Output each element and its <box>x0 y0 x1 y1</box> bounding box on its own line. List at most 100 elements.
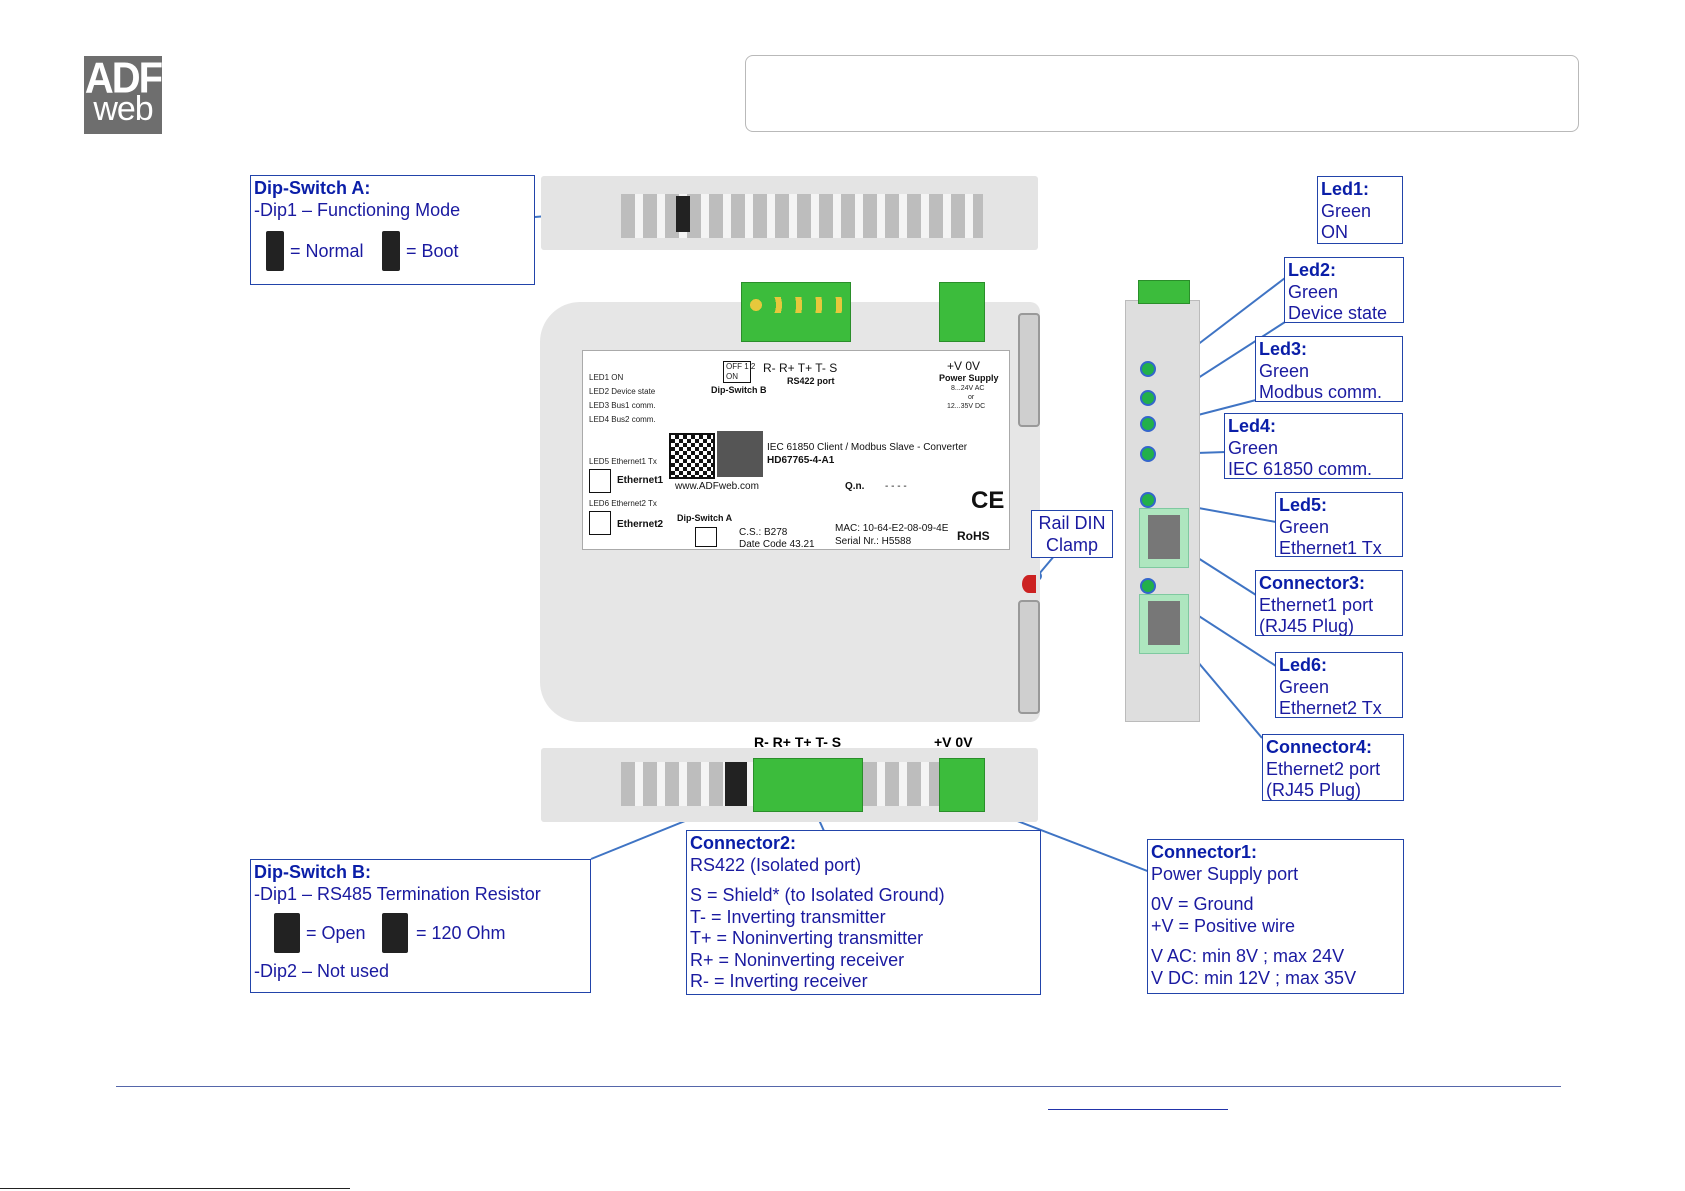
led3-desc: Modbus comm. <box>1259 382 1383 402</box>
label-eth1: Ethernet1 <box>617 475 664 486</box>
label-product: IEC 61850 Client / Modbus Slave - Conver… <box>767 442 968 453</box>
led2-indicator <box>1140 390 1156 406</box>
led1-desc: ON <box>1321 222 1348 242</box>
label-power-or: or <box>968 394 975 401</box>
label-power-pins: +V 0V <box>947 359 981 373</box>
connector2-line: S = Shield* (to Isolated Ground) <box>690 885 945 905</box>
led4-title: Led4: <box>1228 416 1277 436</box>
label-qn: Q.n. <box>845 481 865 492</box>
connector3-box: Connector3: Ethernet1 port (RJ45 Plug) <box>1255 570 1403 636</box>
label-qn-value: - - - - <box>885 481 907 492</box>
ethernet2-icon <box>589 511 611 535</box>
connector2-line: T+ = Noninverting transmitter <box>690 928 924 948</box>
rail-din-line2: Clamp <box>1045 534 1098 555</box>
rail-din-clamp-icon <box>1022 575 1036 593</box>
dip-switch-a-box: Dip-Switch A: -Dip1 – Functioning Mode =… <box>250 175 535 285</box>
label-dipb: Dip-Switch B <box>711 385 767 395</box>
power-terminal-bottom <box>939 758 985 812</box>
connector1-title: Connector1: <box>1151 842 1258 862</box>
connector4-line2: (RJ45 Plug) <box>1266 780 1362 800</box>
dip-switch-b-title: Dip-Switch B: <box>254 862 371 882</box>
label-led6: LED6 Ethernet2 Tx <box>589 499 657 508</box>
page-bottom-rule <box>0 1188 350 1189</box>
connector2-subtitle: RS422 (Isolated port) <box>690 854 862 875</box>
connector1-box: Connector1: Power Supply port 0V = Groun… <box>1147 839 1404 994</box>
rj45-port-1 <box>1139 508 1189 568</box>
rs422-terminal-bottom <box>753 758 863 812</box>
label-eth2: Ethernet2 <box>617 519 664 530</box>
led6-title: Led6: <box>1279 655 1328 675</box>
dip-open-icon <box>274 913 300 953</box>
connector2-line: T- = Inverting transmitter <box>690 906 886 927</box>
device-top-view <box>541 176 1038 250</box>
footer-divider <box>116 1086 1561 1087</box>
dip-switch-a-top <box>676 196 690 232</box>
led6-box: Led6: Green Ethernet2 Tx <box>1275 652 1403 718</box>
rail-clip-lower <box>1018 600 1040 714</box>
ce-mark: CE <box>971 487 1005 514</box>
led3-color: Green <box>1259 360 1310 381</box>
led2-title: Led2: <box>1288 260 1337 280</box>
connector2-title: Connector2: <box>690 833 797 853</box>
connector3-line1: Ethernet1 port <box>1259 594 1374 615</box>
dip-normal-icon <box>266 231 284 271</box>
connector1-line: V DC: min 12V ; max 35V <box>1151 967 1357 988</box>
label-power-dc: 12...35V DC <box>947 403 986 410</box>
connector4-box: Connector4: Ethernet2 port (RJ45 Plug) <box>1262 734 1404 801</box>
led1-title: Led1: <box>1321 179 1370 199</box>
dip-switch-b-icon <box>723 361 751 383</box>
led2-box: Led2: Green Device state <box>1284 257 1404 323</box>
label-dipa: Dip-Switch A <box>677 513 733 523</box>
connector3-title: Connector3: <box>1259 573 1366 593</box>
label-website: www.ADFweb.com <box>675 481 759 492</box>
label-led2: LED2 Device state <box>589 387 656 396</box>
led5-box: Led5: Green Ethernet1 Tx <box>1275 492 1403 558</box>
logo-text-adf: ADF <box>84 53 163 103</box>
label-adfweb-logo <box>717 431 763 477</box>
led4-box: Led4: Green IEC 61850 comm. <box>1224 413 1403 479</box>
rail-din-line1: Rail DIN <box>1038 513 1106 533</box>
device-bottom-view <box>541 748 1038 822</box>
led4-color: Green <box>1228 437 1279 458</box>
rail-din-box: Rail DIN Clamp <box>1031 510 1113 558</box>
side-terminal <box>1138 280 1190 304</box>
label-rs422-pins: R- R+ T+ T- S <box>763 361 838 375</box>
label-dipb-pins: OFF 1 2 <box>726 362 756 371</box>
led6-desc: Ethernet2 Tx <box>1279 698 1382 718</box>
dip-switch-b-line1: -Dip1 – RS485 Termination Resistor <box>254 883 541 904</box>
label-led4: LED4 Bus2 comm. <box>589 415 656 424</box>
connector4-title: Connector4: <box>1266 737 1373 757</box>
label-code: HD67765-4-A1 <box>767 455 835 466</box>
dip-normal-label: = Normal <box>290 241 364 261</box>
adfweb-logo: ADF web <box>84 53 163 134</box>
label-date-code: Date Code 43.21 <box>739 539 815 550</box>
rj45-port-2 <box>1139 594 1189 654</box>
led1-indicator <box>1140 361 1156 377</box>
led4-indicator <box>1140 446 1156 462</box>
dip-boot-label: = Boot <box>406 241 459 261</box>
led3-box: Led3: Green Modbus comm. <box>1255 336 1403 402</box>
led5-color: Green <box>1279 516 1330 537</box>
label-mac: MAC: 10-64-E2-08-09-4E <box>835 523 949 534</box>
led1-color: Green <box>1321 200 1372 221</box>
label-led5: LED5 Ethernet1 Tx <box>589 457 657 466</box>
connector1-line: 0V = Ground <box>1151 894 1254 914</box>
connector1-line: +V = Positive wire <box>1151 915 1296 936</box>
dip-switch-a-title: Dip-Switch A: <box>254 178 371 198</box>
dip-120ohm-icon <box>382 913 408 953</box>
led2-desc: Device state <box>1288 303 1388 323</box>
dip-switch-a-icon <box>695 527 717 547</box>
connector1-subtitle: Power Supply port <box>1151 863 1299 884</box>
led5-indicator <box>1140 492 1156 508</box>
led1-box: Led1: Green ON <box>1317 176 1403 244</box>
connector4-line1: Ethernet2 port <box>1266 758 1381 779</box>
dip-switch-b-bottom <box>725 762 747 806</box>
pin-label-rs422: R- R+ T+ T- S <box>754 734 842 750</box>
footer-link-underline[interactable] <box>1048 1109 1228 1110</box>
header-title-box <box>745 55 1579 132</box>
label-power: Power Supply <box>939 373 999 383</box>
pin-label-power: +V 0V <box>934 734 973 750</box>
connector2-line: R+ = Noninverting receiver <box>690 949 905 970</box>
logo-text-web: web <box>93 90 153 128</box>
rs422-terminal-front <box>741 282 851 342</box>
